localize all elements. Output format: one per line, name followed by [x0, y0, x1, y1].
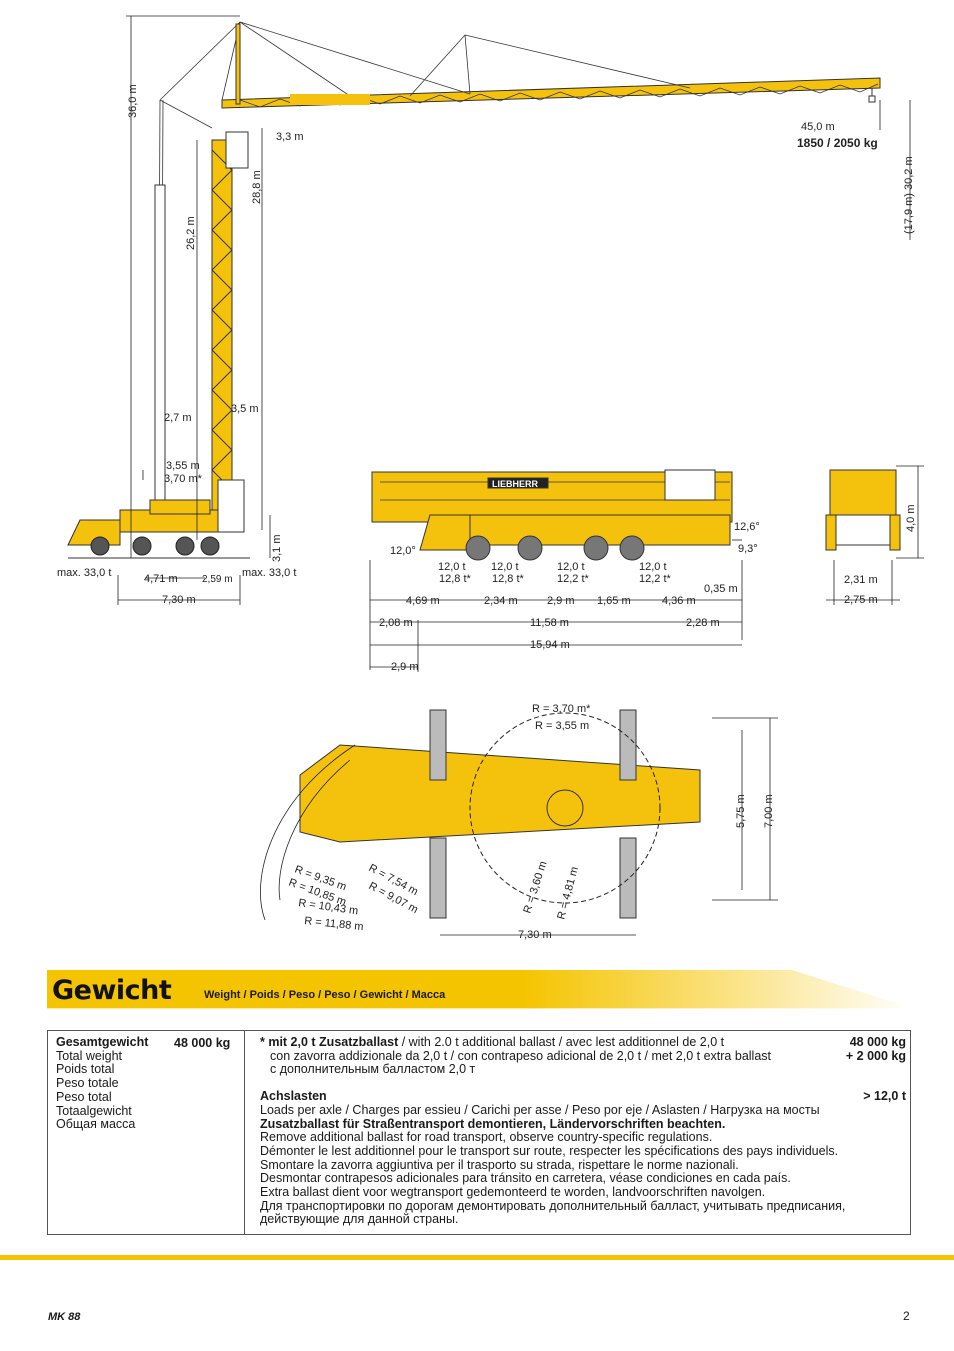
transport-view-truck — [371, 469, 733, 561]
note-ru-1: Для транспортировки по дорогам демонтиро… — [260, 1198, 846, 1213]
section-band — [47, 970, 913, 1009]
label-r-4-81: R = 4,81 m — [555, 865, 581, 920]
label-r-3-60: R = 3,60 m — [521, 860, 549, 915]
section-subtitle: Weight / Poids / Peso / Peso / Gewicht /… — [204, 989, 446, 1001]
label-track-width: 2,31 m — [844, 574, 878, 586]
note-en: Remove additional ballast for road trans… — [260, 1130, 713, 1145]
note-es: Desmontar contrapesos adicionales para t… — [260, 1171, 791, 1186]
top-view-footprint — [299, 709, 701, 919]
label-approach-angle: 12,0° — [390, 545, 416, 557]
ballast-notes: * mit 2,0 t Zusatzballast / with 2.0 t a… — [260, 1035, 906, 1227]
label-total-height: 36,0 m — [127, 84, 139, 118]
label-axle-3-bottom: 12,2 t* — [557, 573, 590, 585]
label-seg-4: 1,65 m — [597, 595, 631, 607]
label-ground-clearance: 0,35 m — [704, 583, 738, 595]
label-load: 1850 / 2050 kg — [797, 136, 878, 150]
label-r-ballast-1: R = 3,70 m* — [532, 703, 591, 715]
label-axle-1-bottom: 12,8 t* — [439, 573, 472, 585]
total-weight-fr: Poids total — [56, 1062, 115, 1077]
label-cab-length: 2,9 m — [391, 661, 419, 673]
table-divider — [244, 1031, 245, 1234]
label-seg-5: 4,36 m — [662, 595, 696, 607]
page-number: 2 — [903, 1309, 910, 1323]
label-wheelbase: 4,71 m — [144, 573, 178, 585]
total-weight-nl: Totaalgewicht — [56, 1103, 132, 1118]
total-weight-es: Peso total — [56, 1089, 112, 1104]
label-r-ballast-2: R = 3,55 m — [535, 720, 589, 732]
label-rear-height: 4,0 m — [905, 504, 917, 532]
label-overall-width: 2,75 m — [844, 594, 878, 606]
ballast-line-3: с дополнительным балластом 2,0 т — [270, 1062, 476, 1077]
label-axle-4-top: 12,0 t — [639, 561, 667, 573]
label-outrigger-length: 7,30 m — [518, 929, 552, 941]
spacer — [260, 1077, 906, 1090]
total-weight-it: Peso totale — [56, 1076, 119, 1091]
total-weight-ru: Общая масса — [56, 1117, 136, 1132]
total-weight-value: 48 000 kg — [174, 1036, 231, 1050]
label-radius: 45,0 m — [801, 121, 835, 133]
note-ru-2: действующие для данной страны. — [260, 1212, 459, 1227]
axle-heading: Achslasten — [260, 1089, 327, 1104]
label-slew-radius-1: 3,55 m — [166, 460, 200, 472]
label-hook-height: 28,8 m — [251, 170, 263, 204]
label-hook-height-right: (17,9 m) 30,2 m — [903, 156, 915, 234]
technical-drawing: 36,0 m 28,8 m 26,2 m 3,3 m 45,0 m 1850 /… — [57, 15, 924, 941]
axle-value: > 12,0 t — [863, 1089, 906, 1104]
label-overall-length: 15,94 m — [530, 639, 570, 651]
label-outrigger-load-right: max. 33,0 t — [242, 567, 296, 579]
label-tower-height: 26,2 m — [185, 216, 197, 250]
label-axle-4-bottom: 12,2 t* — [639, 573, 672, 585]
total-weight-en: Total weight — [56, 1048, 123, 1063]
ballast-line-2-row: con zavorra addizionale da 2,0 t / con c… — [260, 1048, 906, 1064]
label-seg-3: 2,9 m — [547, 595, 575, 607]
label-front-overhang: 2,08 m — [379, 617, 413, 629]
total-weight-label: Gesamtgewicht — [56, 1035, 149, 1049]
section-title: Gewicht — [52, 975, 172, 1006]
label-seg-1: 4,69 m — [406, 595, 440, 607]
label-base-height: 3,1 m — [271, 534, 283, 562]
total-weight-labels: Gesamtgewicht Total weight Poids total P… — [56, 1035, 149, 1132]
label-axle-2-bottom: 12,8 t* — [492, 573, 525, 585]
ballast-value-1: 48 000 kg — [849, 1035, 906, 1049]
label-overall-base: 7,30 m — [162, 594, 196, 606]
label-outrigger-load-left: max. 33,0 t — [57, 567, 111, 579]
label-outrigger-width-2: 7,00 m — [763, 794, 775, 828]
ballast-value-2: + 2 000 kg — [845, 1048, 906, 1063]
ballast-heading-rest: / with 2.0 t additional ballast / avec l… — [398, 1035, 725, 1049]
weight-table: Gesamtgewicht Total weight Poids total P… — [47, 1030, 911, 1235]
note-nl: Extra ballast dient voor wegtransport ge… — [260, 1185, 766, 1200]
label-jib-offset: 3,3 m — [276, 131, 304, 143]
label-departure-angle-2: 9,3° — [738, 543, 758, 555]
ballast-heading-row: * mit 2,0 t Zusatzballast / with 2.0 t a… — [260, 1035, 906, 1050]
transport-brand: LIEBHERR — [492, 479, 539, 489]
label-mast-width: 2,7 m — [164, 412, 192, 424]
note-bold: Zusatzballast für Straßentransport demon… — [260, 1116, 726, 1131]
note-it: Smontare la zavorra aggiuntiva per il tr… — [260, 1157, 739, 1172]
label-axle-1-top: 12,0 t — [438, 561, 466, 573]
ballast-heading: * mit 2,0 t Zusatzballast — [260, 1035, 399, 1049]
label-axle-2-top: 12,0 t — [491, 561, 519, 573]
label-rear-overhang: 2,28 m — [686, 617, 720, 629]
footer-model: MK 88 — [48, 1311, 81, 1323]
note-fr: Démonter le lest additionnel pour le tra… — [260, 1143, 839, 1158]
label-seg-2: 2,34 m — [484, 595, 518, 607]
label-slew-radius-2: 3,70 m* — [164, 473, 203, 485]
label-r-11-88: R = 11,88 m — [304, 915, 364, 933]
label-departure-angle-1: 12,6° — [734, 521, 760, 533]
label-wheelbase-total: 11,58 m — [530, 617, 569, 629]
ballast-line-2: con zavorra addizionale da 2,0 t / con c… — [270, 1048, 771, 1063]
footer-rule — [0, 1255, 954, 1260]
label-axle-3-top: 12,0 t — [557, 561, 585, 573]
label-axle-spacing: 2,59 m — [202, 574, 233, 585]
rear-view-truck — [825, 469, 901, 551]
label-tower-width: 3,5 m — [231, 403, 259, 415]
axle-heading-row: Achslasten > 12,0 t — [260, 1089, 906, 1104]
side-view-crane — [67, 21, 881, 559]
label-outrigger-width-1: 5,75 m — [735, 794, 747, 828]
axle-translation: Loads per axle / Charges par essieu / Ca… — [260, 1102, 820, 1117]
